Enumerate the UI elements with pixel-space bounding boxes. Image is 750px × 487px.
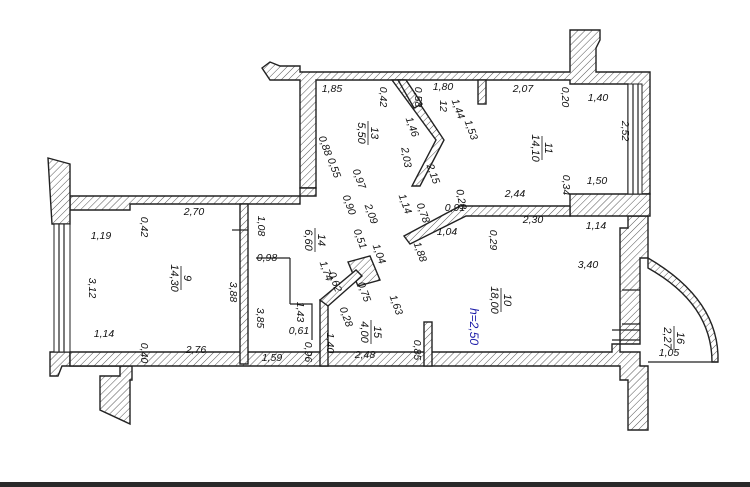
- dimension-label: 1,80: [433, 81, 454, 93]
- partition-stub: [477, 79, 487, 105]
- dimension-label: 2,70: [183, 206, 205, 218]
- window-left: [53, 223, 71, 353]
- dimension-label: 0,58: [412, 87, 424, 108]
- dimension-label: 1,14: [586, 220, 607, 232]
- walls: [47, 29, 719, 431]
- dimension-label: 2,44: [504, 188, 526, 200]
- dimension-label: 3,12: [86, 278, 98, 299]
- bottom-border-bar: [0, 482, 750, 487]
- partition-small-12: [396, 79, 424, 109]
- dimension-label: 1,40: [588, 92, 609, 104]
- dimension-label: 0,62: [326, 270, 344, 293]
- dimension-label: 0,98: [257, 252, 278, 264]
- dimension-label: 0,88: [316, 134, 334, 157]
- dimension-label: 0,40: [138, 343, 150, 364]
- dimension-label: 0,42: [377, 87, 389, 108]
- room-label-15: 154,00: [358, 320, 383, 344]
- dimension-label: 2,07: [512, 83, 535, 95]
- dimension-label: 1,63: [387, 293, 405, 316]
- ceiling-height-label: h=2,50: [467, 308, 481, 345]
- dimension-label: 1,44: [449, 97, 467, 120]
- dimension-label: 0,91: [445, 202, 465, 214]
- room-area: 14,10: [529, 134, 541, 162]
- dimension-label: 0,61: [289, 325, 309, 337]
- partition-11-10: [402, 205, 571, 245]
- dimension-label: 1,05: [659, 347, 680, 359]
- room-number: 16: [674, 332, 686, 345]
- dimension-label: 0,29: [487, 230, 499, 251]
- dimension-label: 0,20: [559, 87, 571, 108]
- room-number: 9: [181, 275, 193, 281]
- partition-15-right: [423, 321, 433, 367]
- room-label-9: 914,30: [168, 264, 193, 292]
- dimension-label: 12: [437, 100, 449, 112]
- dimension-label: 1,04: [437, 226, 458, 238]
- dimension-label: 2,03: [398, 145, 414, 168]
- dimension-label: 0,90: [340, 193, 358, 216]
- dimension-label: 3,88: [227, 282, 239, 303]
- dimension-label: 0,85: [411, 340, 423, 361]
- dimension-label: 0,34: [560, 175, 572, 196]
- dimension-label: 3,85: [254, 308, 266, 329]
- dimension-label: 0,96: [302, 342, 314, 363]
- dimension-label: 2,30: [522, 214, 544, 226]
- dimension-label: 0,28: [337, 305, 355, 328]
- room-area: 2,27: [661, 326, 673, 349]
- room-number: 14: [315, 234, 327, 246]
- wall-right-mid: [569, 193, 651, 217]
- partition-9-14: [239, 203, 249, 365]
- dimension-label: 2,52: [619, 120, 631, 142]
- dimension-label: 0,28: [453, 188, 468, 210]
- dimension-label: 1,14: [94, 328, 115, 340]
- dimension-label: 0,42: [138, 217, 150, 238]
- wall-bottom: [69, 343, 649, 431]
- room-label-14: 146,60: [302, 228, 327, 252]
- room-area: 18,00: [488, 286, 500, 314]
- partitions: [232, 79, 571, 367]
- dimension-label: 2,09: [361, 201, 380, 225]
- dimension-label: 1,88: [411, 240, 429, 263]
- dimension-label: 2,76: [185, 344, 207, 356]
- room-number: 11: [542, 142, 554, 153]
- dimension-label: 0,55: [325, 156, 343, 179]
- dimension-label: 1,59: [262, 352, 283, 364]
- dimension-label: 1,53: [462, 118, 480, 141]
- wall-left: [47, 157, 71, 225]
- dimension-label: 1,43: [294, 302, 306, 323]
- room-area: 4,00: [358, 321, 370, 343]
- wall-right-lower: [619, 215, 649, 345]
- dimension-label: 1,40: [324, 333, 336, 354]
- dimension-label: 1,50: [587, 175, 608, 187]
- room-area: 5,50: [355, 122, 367, 144]
- room-label-13: 135,50: [355, 121, 380, 145]
- dimension-label: 1,46: [403, 115, 421, 138]
- door-swing: [290, 303, 313, 340]
- room-number: 10: [501, 294, 513, 307]
- room-area: 6,60: [302, 229, 314, 251]
- dimension-label: 0,78: [414, 201, 432, 224]
- dimension-label: 1,85: [322, 83, 343, 95]
- dimension-label: 0,97: [350, 167, 369, 191]
- dimension-label: 0,51: [351, 227, 369, 250]
- room-number: 13: [368, 127, 380, 140]
- room-label-16: 162,27: [661, 326, 686, 350]
- dimension-label: 0,75: [355, 280, 373, 303]
- dimension-label: 2,48: [354, 349, 376, 361]
- room-number: 15: [371, 326, 383, 339]
- dimension-label: 3,40: [578, 259, 599, 271]
- partition-15-diag: [318, 269, 364, 307]
- room-area: 14,30: [168, 264, 180, 292]
- dimension-label: 1,14: [396, 192, 414, 215]
- dimension-label: 1,08: [255, 216, 267, 237]
- dimension-label: 1,19: [91, 230, 112, 242]
